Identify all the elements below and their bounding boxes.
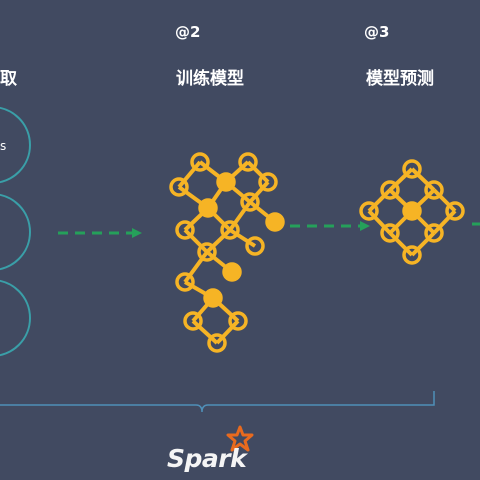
training-network-nodes (169, 152, 285, 353)
data-circle-1 (0, 106, 31, 184)
graph-node (197, 242, 217, 262)
prediction-network-nodes (359, 159, 465, 265)
step2-title: 训练模型 (176, 69, 244, 89)
graph-node (203, 288, 223, 308)
data-circle-2 (0, 193, 31, 271)
arrow-2 (290, 221, 370, 231)
graph-node (222, 262, 242, 282)
graph-node (175, 272, 195, 292)
data-circle-1-label: s (0, 139, 6, 153)
graph-node (216, 172, 236, 192)
graph-node (183, 311, 203, 331)
graph-node (424, 223, 444, 243)
graph-node (240, 192, 260, 212)
graph-node (359, 201, 379, 221)
graph-node (169, 177, 189, 197)
graph-node (380, 223, 400, 243)
left-data-circles: s (0, 106, 31, 357)
step3-title: 模型预测 (366, 69, 434, 89)
graph-node (402, 201, 422, 221)
graph-node (445, 201, 465, 221)
step2-number: @2 (175, 23, 201, 41)
arrow-1 (58, 228, 142, 238)
graph-node (175, 220, 195, 240)
graph-node (258, 172, 278, 192)
graph-node (424, 180, 444, 200)
graph-node (380, 180, 400, 200)
data-circle-3 (0, 279, 31, 357)
graph-node (265, 212, 285, 232)
graph-node (220, 220, 240, 240)
graph-node (190, 152, 210, 172)
graph-node (402, 159, 422, 179)
step1-title: 取 (0, 69, 17, 89)
step3-number: @3 (364, 23, 390, 41)
bottom-bracket (0, 391, 435, 413)
graph-node (238, 152, 258, 172)
spark-logo-text: Spark (167, 444, 247, 473)
graph-node (207, 333, 227, 353)
graph-node (228, 311, 248, 331)
graph-node (245, 236, 265, 256)
spark-logo-star (226, 425, 254, 452)
graph-node (402, 245, 422, 265)
graph-node (198, 198, 218, 218)
